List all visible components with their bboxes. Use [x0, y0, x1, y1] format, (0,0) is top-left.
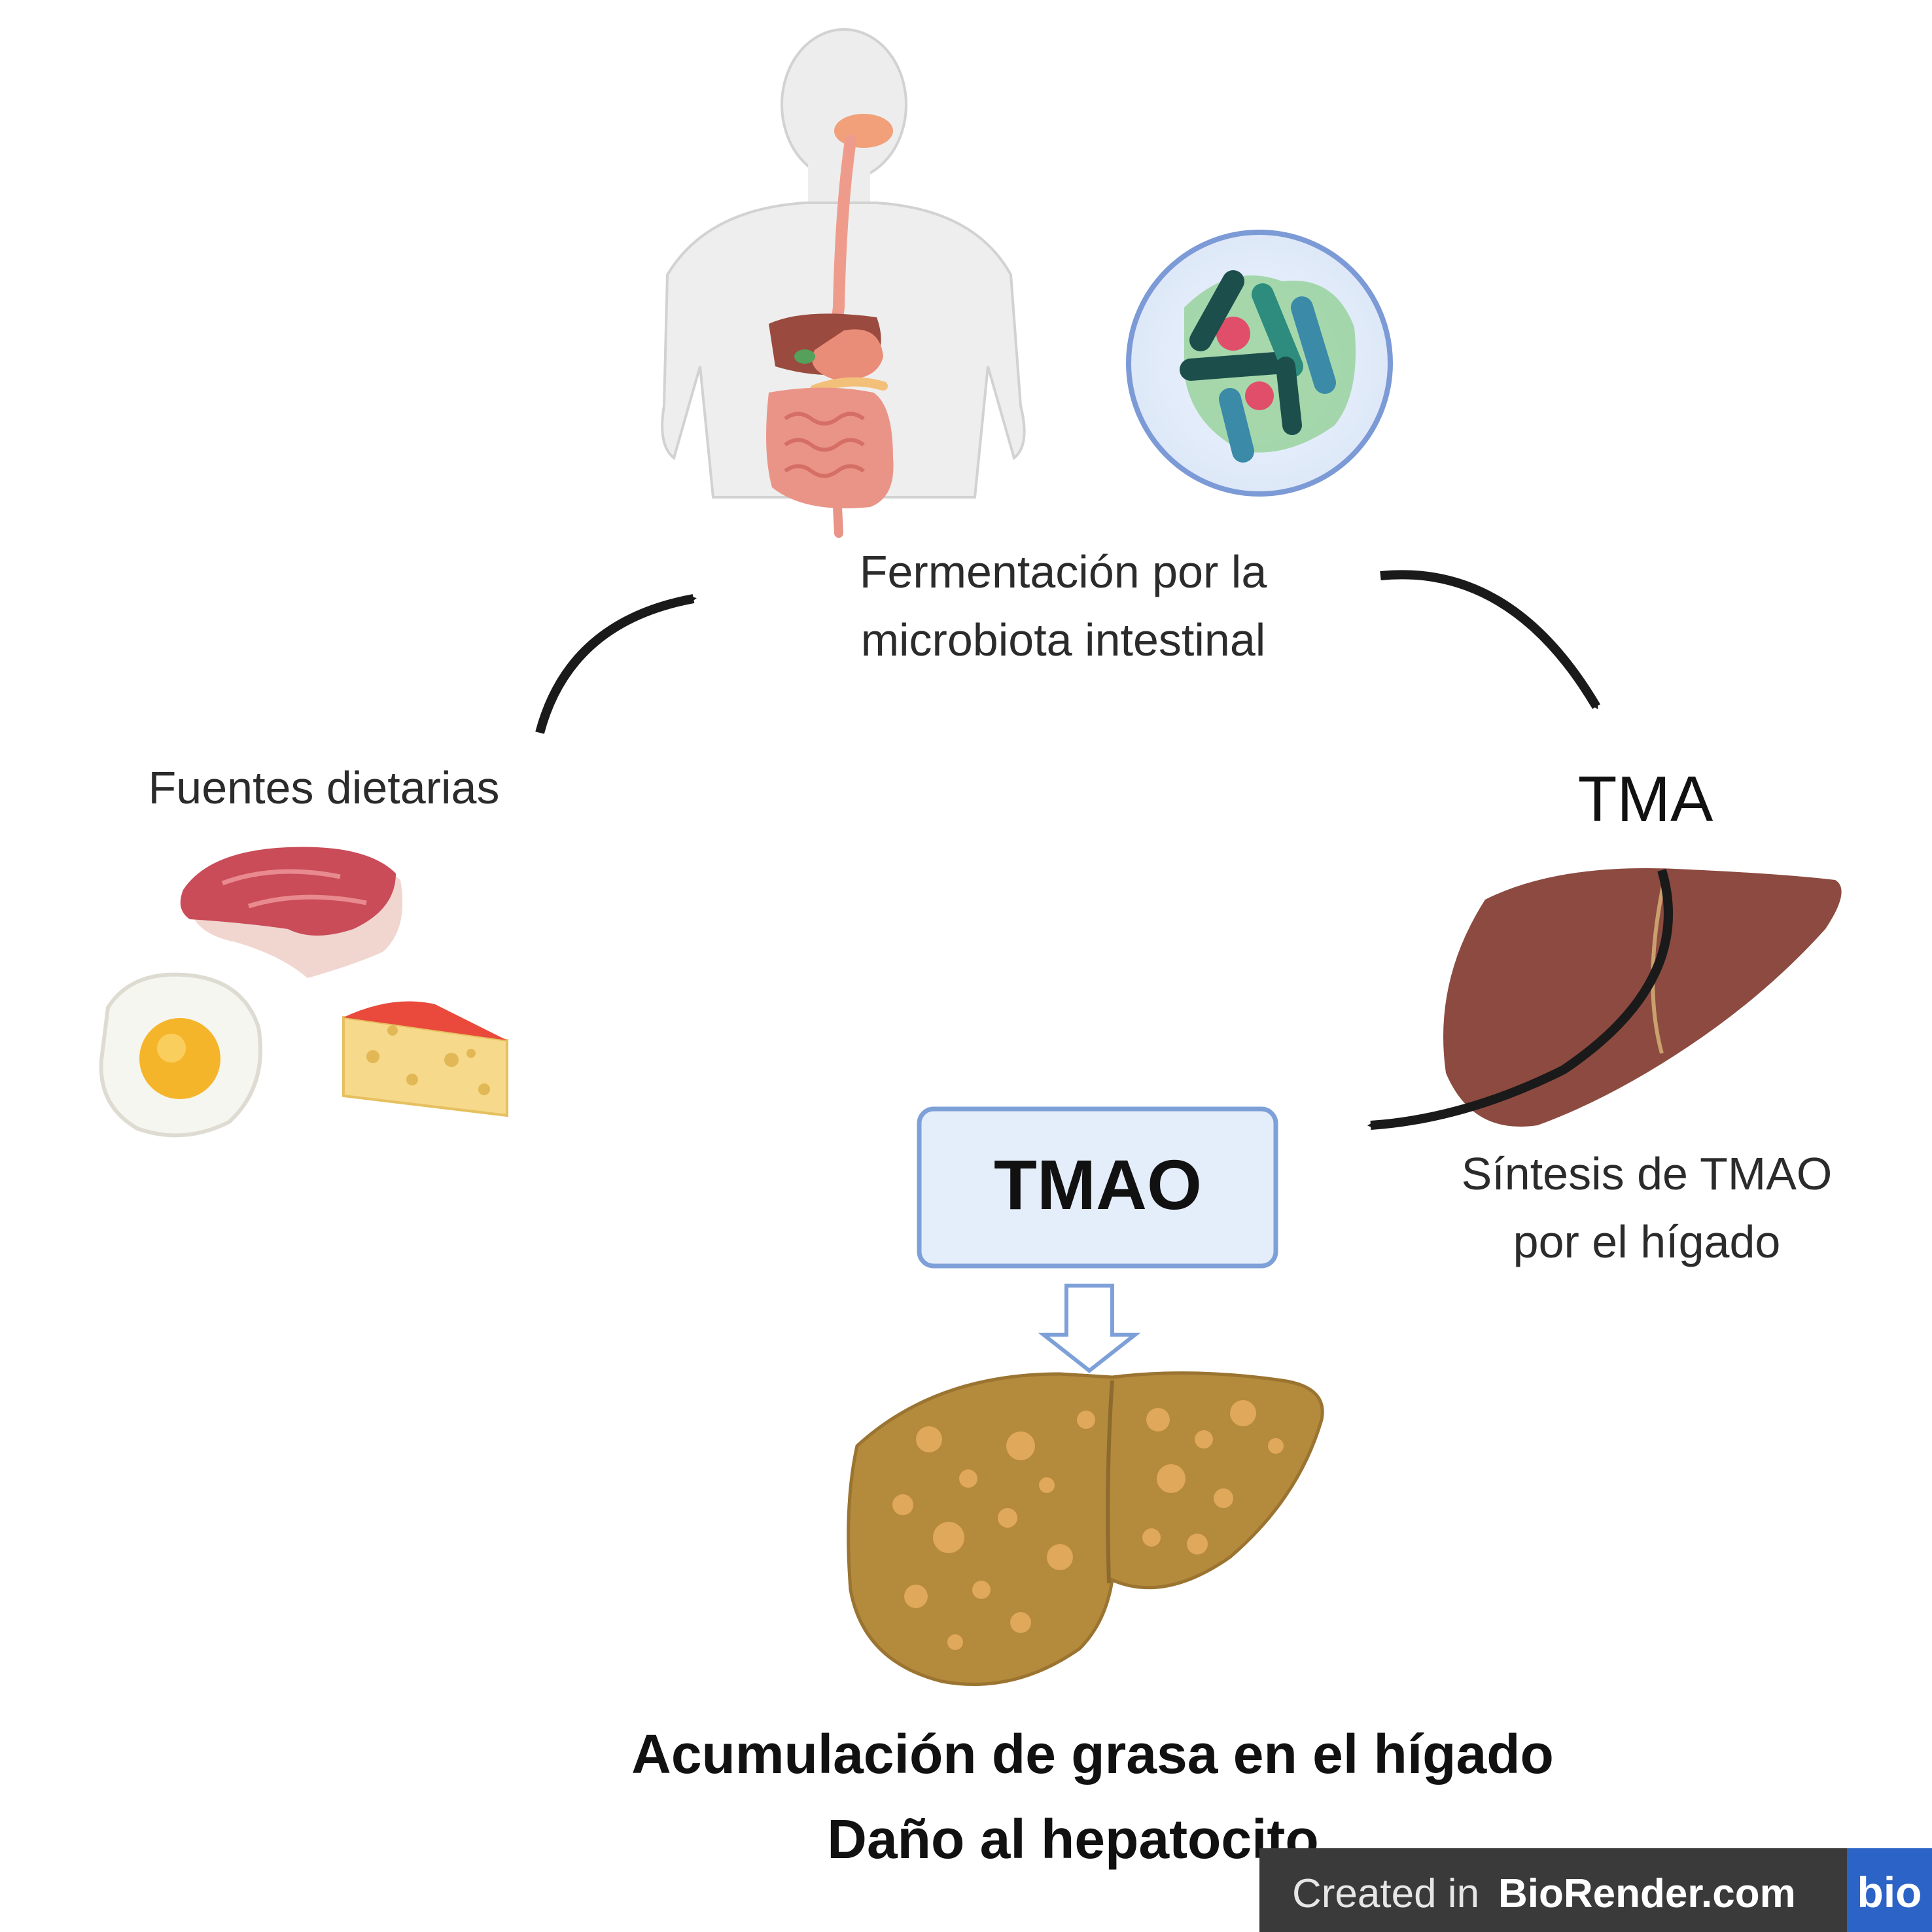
synthesis-label-line1: Síntesis de TMAO — [1462, 1148, 1833, 1199]
fermentation-label-line2: microbiota intestinal — [861, 614, 1266, 665]
arrow-fermentation-to-tma — [1380, 570, 1601, 710]
arrow-tma-to-tmao — [1367, 869, 1673, 1130]
meat-steak-icon — [180, 847, 403, 978]
fermentation-label-line1: Fermentación por la — [860, 546, 1267, 597]
arrow-tmao-to-fatty-liver — [1038, 1284, 1141, 1373]
tmao-box: TMAO — [917, 1106, 1278, 1269]
arrow-diet-to-fermentation — [535, 594, 697, 734]
synthesis-label-line2: por el hígado — [1513, 1216, 1781, 1267]
watermark-prefix: Created in — [1292, 1871, 1479, 1916]
watermark-brand: BioRender.com — [1498, 1871, 1796, 1916]
biorender-logo: bio — [1857, 1868, 1922, 1916]
cheese-wedge-icon — [342, 1001, 508, 1117]
fried-egg-icon — [99, 972, 262, 1138]
biorender-watermark: Created in BioRender.com bio — [1259, 1848, 1932, 1932]
tmao-label: TMAO — [994, 1145, 1202, 1224]
human-digestive-system-icon — [661, 28, 1026, 538]
outcome-label-line1: Acumulación de grasa en el hígado — [631, 1723, 1554, 1785]
gut-bacteria-icon — [1126, 230, 1393, 497]
fatty-liver-icon — [847, 1371, 1324, 1686]
tma-label: TMA — [1578, 763, 1713, 835]
dietary-sources-label: Fuentes dietarias — [149, 762, 500, 813]
outcome-label-line2: Daño al hepatocito — [827, 1808, 1318, 1870]
